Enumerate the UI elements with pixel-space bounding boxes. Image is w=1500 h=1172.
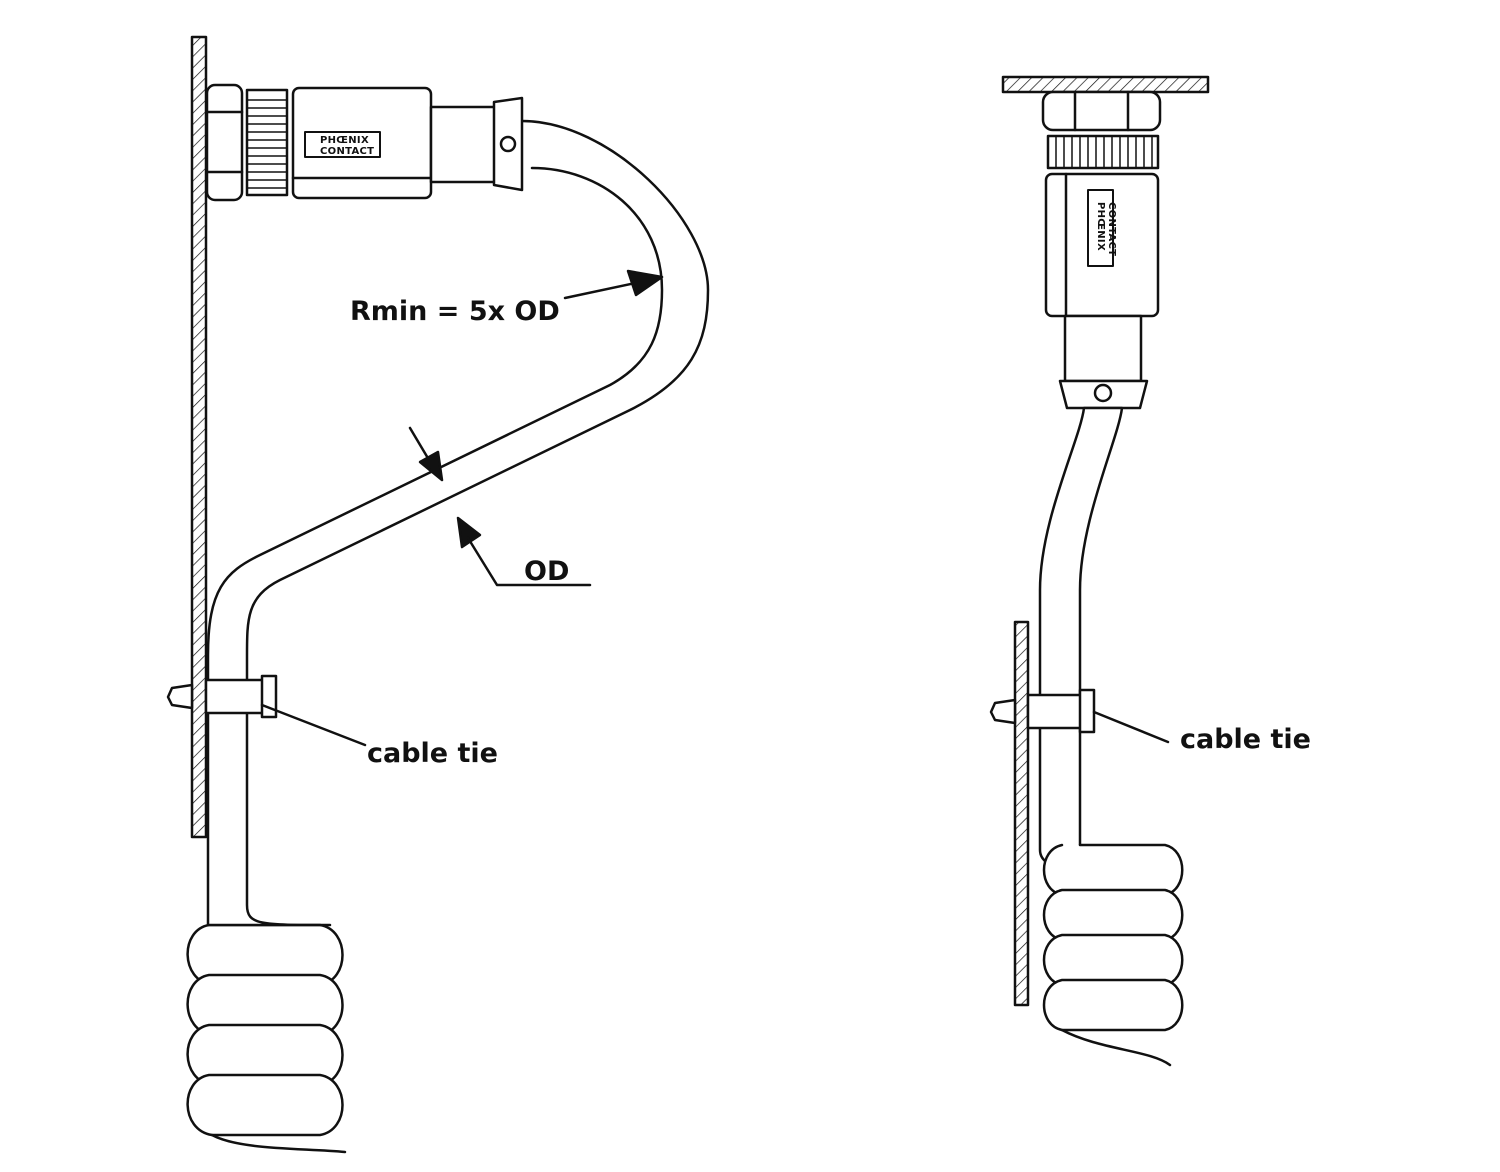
od-label: OD bbox=[524, 556, 569, 587]
left-strain-relief-hole bbox=[499, 135, 517, 153]
left-figure bbox=[166, 35, 710, 1154]
left-cable-tie bbox=[166, 674, 278, 719]
rmin-arrowhead bbox=[626, 269, 664, 297]
od-leader bbox=[466, 536, 592, 587]
left-connector-sleeve bbox=[429, 105, 498, 184]
right-cable-tie-label: cable tie bbox=[1180, 724, 1311, 755]
right-strain-relief-hole bbox=[1093, 383, 1113, 403]
left-cable-tie-label: cable tie bbox=[367, 738, 498, 769]
right-cable bbox=[1038, 406, 1124, 872]
left-mounting-wall bbox=[190, 35, 208, 839]
right-logo-plate bbox=[1087, 189, 1114, 267]
left-cable bbox=[206, 119, 710, 927]
right-figure bbox=[989, 75, 1210, 1067]
right-logo-line2: CONTACT bbox=[1106, 202, 1117, 256]
left-logo-line1: PHŒNIX bbox=[320, 135, 369, 146]
od-arrow-bottom-head bbox=[456, 516, 482, 549]
right-cable-tie-leader bbox=[1092, 710, 1170, 744]
left-logo-line2: CONTACT bbox=[320, 146, 374, 157]
od-arrow-top-head bbox=[418, 450, 444, 482]
rmin-label: Rmin = 5x OD bbox=[350, 296, 560, 327]
right-cable-coil bbox=[1042, 843, 1184, 1067]
right-logo-line1: PHŒNIX bbox=[1095, 202, 1106, 251]
right-hex-nut bbox=[1041, 90, 1162, 132]
left-logo-plate bbox=[304, 131, 381, 158]
right-ceiling-mount bbox=[1001, 75, 1210, 94]
left-cable-coil bbox=[186, 923, 347, 1154]
left-hex-nut bbox=[205, 83, 244, 202]
right-cable-tie bbox=[989, 688, 1096, 734]
rmin-leader bbox=[563, 280, 642, 300]
right-connector-sleeve bbox=[1063, 314, 1143, 383]
right-mounting-wall bbox=[1013, 620, 1030, 1007]
right-knurled-ring bbox=[1046, 134, 1160, 170]
left-cable-tie-leader bbox=[260, 703, 367, 747]
